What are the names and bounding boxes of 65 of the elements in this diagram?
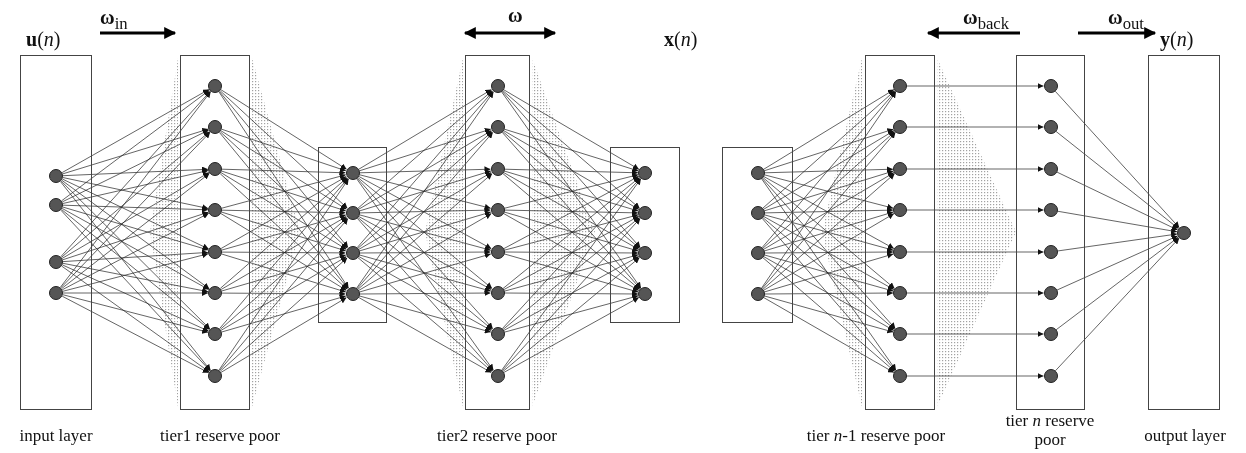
neuron-circle [208,369,222,383]
layer-box [610,147,680,323]
neuron-circle [750,166,765,180]
signal-label: x(n) [664,28,698,51]
neuron-circle [208,203,222,217]
neuron-circle [1043,286,1058,300]
neuron-circle [1043,79,1058,93]
neuron-circle [893,327,907,341]
neuron-circle [1043,162,1058,176]
layer-label: tier n reserve poor [1004,411,1096,449]
neuron-circle [49,198,63,212]
neuron-circle [345,166,360,180]
signal-label: y(n) [1160,28,1194,51]
neuron-circle [490,286,505,300]
neuron-circle [1043,120,1058,134]
neuron-circle [490,120,505,134]
neuron-circle [1043,203,1058,217]
layer-box [318,147,387,323]
neuron-circle [750,287,765,301]
neuron-circle [208,245,222,259]
neuron-circle [490,245,505,259]
neuron-circle [490,327,505,341]
neuron-circle [893,79,907,93]
neuron-circle [750,246,765,260]
weight-label: ω$_{back}$ [963,6,1010,34]
neuron-circle [638,287,652,301]
neuron-circle [638,166,652,180]
neuron-circle [750,206,765,220]
neuron-circle [490,162,505,176]
neuron-circle [1043,369,1058,383]
neuron-circle [208,79,222,93]
weight-label: ω$_{out}$ [1108,6,1144,34]
neuron-circle [490,79,505,93]
weight-label: ω$_{in}$ [100,6,128,34]
neuron-circle [893,120,907,134]
layer-box [722,147,793,323]
neuron-circle [893,369,907,383]
layer-label: input layer [18,426,94,445]
neuron-circle [208,327,222,341]
layer-label: tier2 reserve poor [436,426,558,445]
neuron-circle [49,286,63,300]
neuron-circle [638,206,652,220]
neuron-circle [208,162,222,176]
neuron-circle [208,286,222,300]
neuron-circle [490,369,505,383]
neuron-circle [893,203,907,217]
neuron-circle [345,206,360,220]
neuron-circle [49,169,63,183]
neuron-circle [1043,327,1058,341]
neuron-circle [638,246,652,260]
neuron-circle [345,287,360,301]
neuron-circle [208,120,222,134]
neuron-circle [1177,226,1191,240]
weight-label: ω [508,4,523,27]
neuron-circle [893,162,907,176]
signal-label: u(n) [26,28,61,51]
neuron-circle [893,286,907,300]
neuron-circle [893,245,907,259]
layer-label: tier n-1 reserve poor [805,426,947,445]
neuron-circle [345,246,360,260]
layer-label: output layer [1143,426,1227,445]
neuron-circle [49,255,63,269]
layer-label: tier1 reserve poor [159,426,281,445]
neuron-circle [490,203,505,217]
neuron-circle [1043,245,1058,259]
